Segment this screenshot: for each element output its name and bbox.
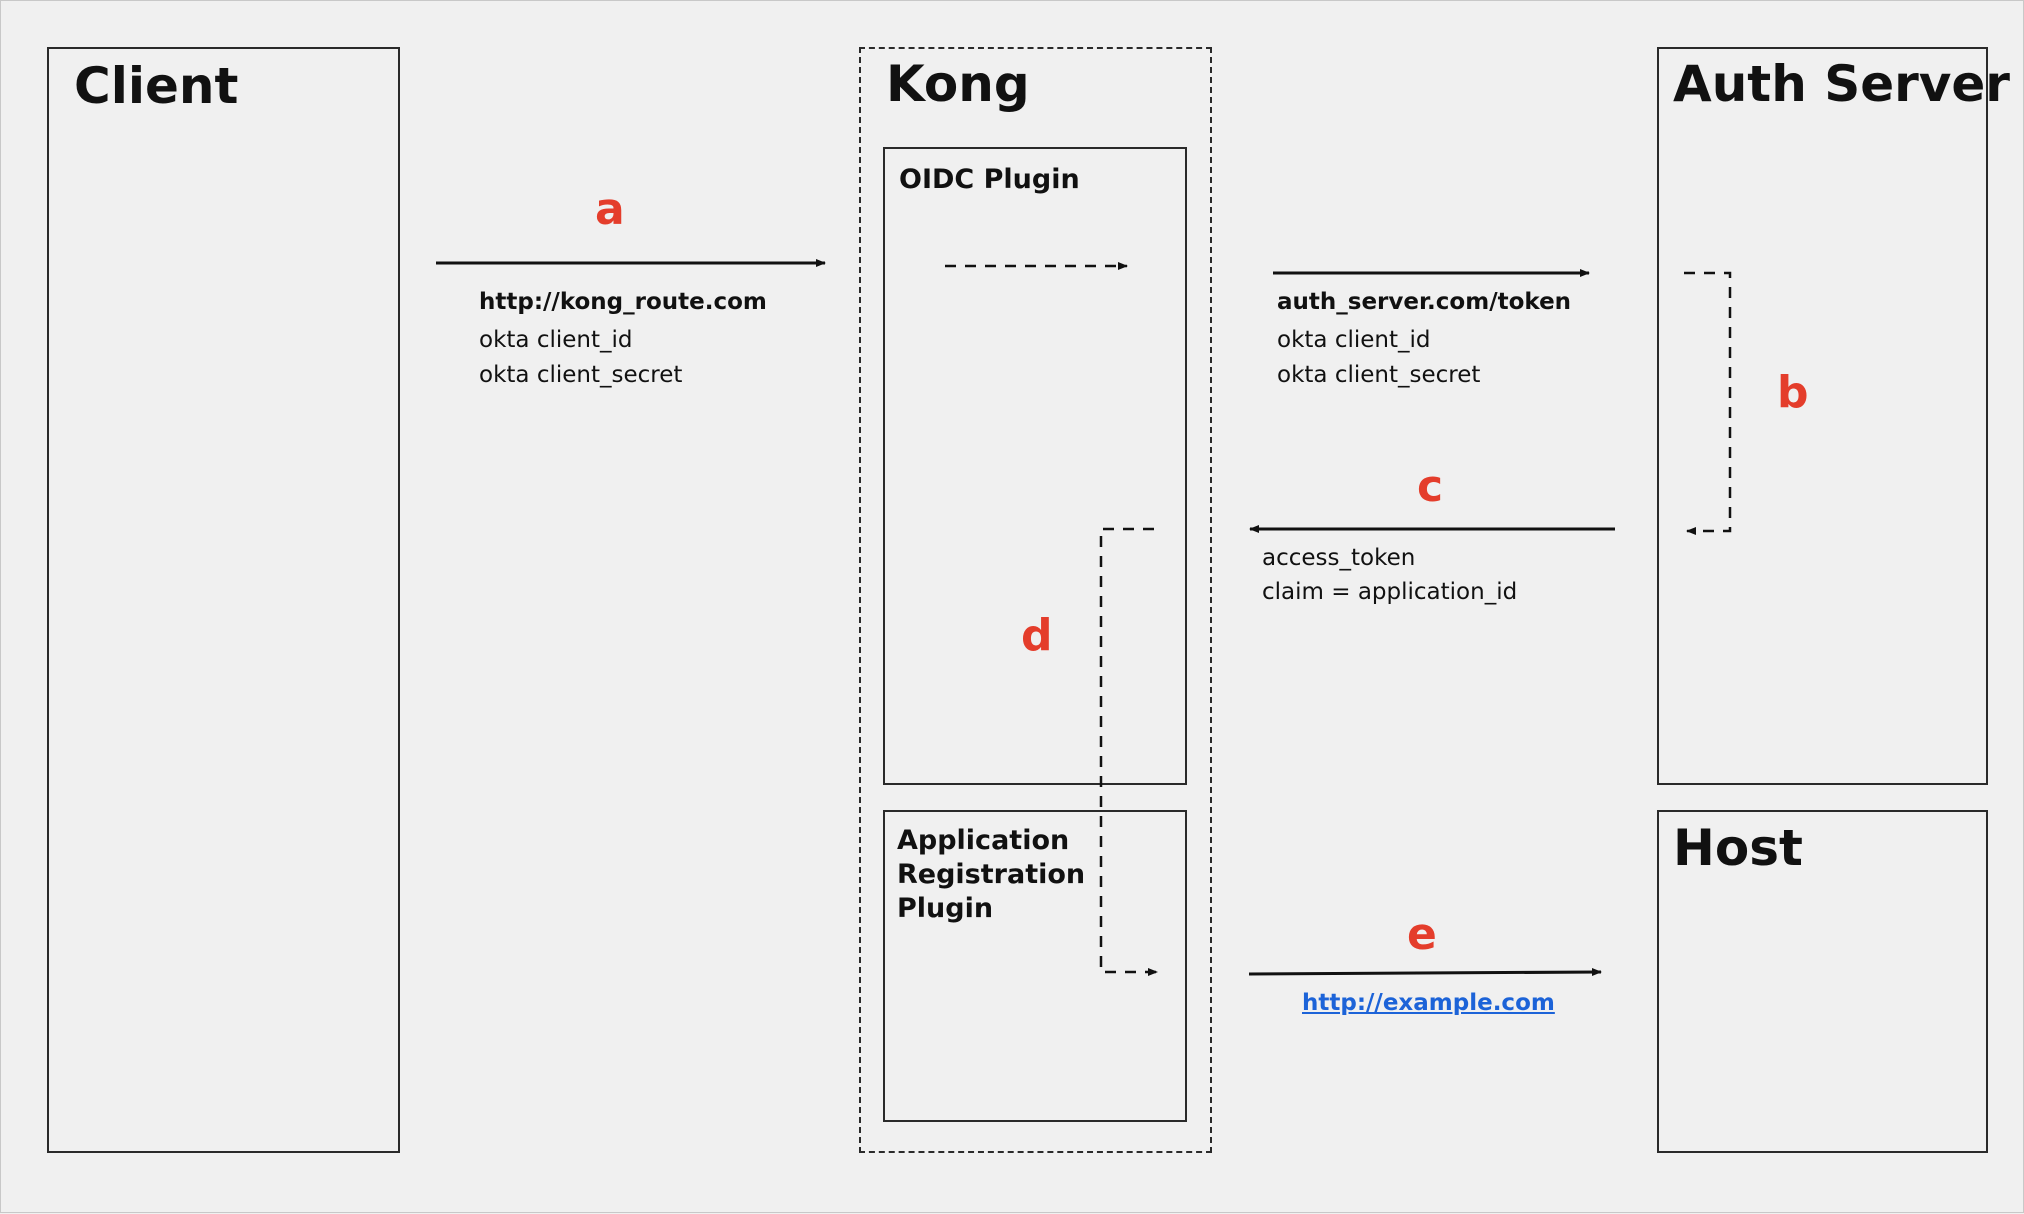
step-c-letter: c: [1417, 461, 1444, 512]
step-a-url: http://kong_route.com: [479, 289, 767, 315]
step-a-letter: a: [595, 184, 625, 235]
oidc-plugin-title: OIDC Plugin: [899, 164, 1080, 195]
step-b-letter: b: [1777, 367, 1809, 418]
kong-title: Kong: [886, 55, 1030, 113]
app-registration-plugin-box: [883, 810, 1187, 1122]
app-registration-plugin-title: Application Registration Plugin: [897, 825, 1086, 924]
step-a-line-1: okta client_id: [479, 327, 633, 353]
oidc-plugin-box: [883, 147, 1187, 785]
token-request-line-1: okta client_id: [1277, 327, 1431, 353]
step-c-line-2: claim = application_id: [1262, 579, 1518, 605]
host-box: [1657, 810, 1988, 1153]
auth-server-title: Auth Server: [1673, 55, 2010, 113]
token-request-line-2: okta client_secret: [1277, 362, 1481, 388]
step-d-letter: d: [1021, 610, 1053, 661]
token-request-url: auth_server.com/token: [1277, 289, 1572, 315]
host-title: Host: [1673, 819, 1803, 877]
arrow-e: [1248, 968, 1602, 977]
auth-server-box: [1657, 47, 1988, 785]
step-e-link[interactable]: http://example.com: [1302, 990, 1555, 1016]
step-e-letter: e: [1407, 909, 1437, 960]
client-title: Client: [74, 57, 239, 115]
kong-box: [859, 47, 1212, 1153]
client-box: [47, 47, 400, 1153]
step-a-line-2: okta client_secret: [479, 362, 683, 388]
step-c-line-1: access_token: [1262, 545, 1416, 571]
